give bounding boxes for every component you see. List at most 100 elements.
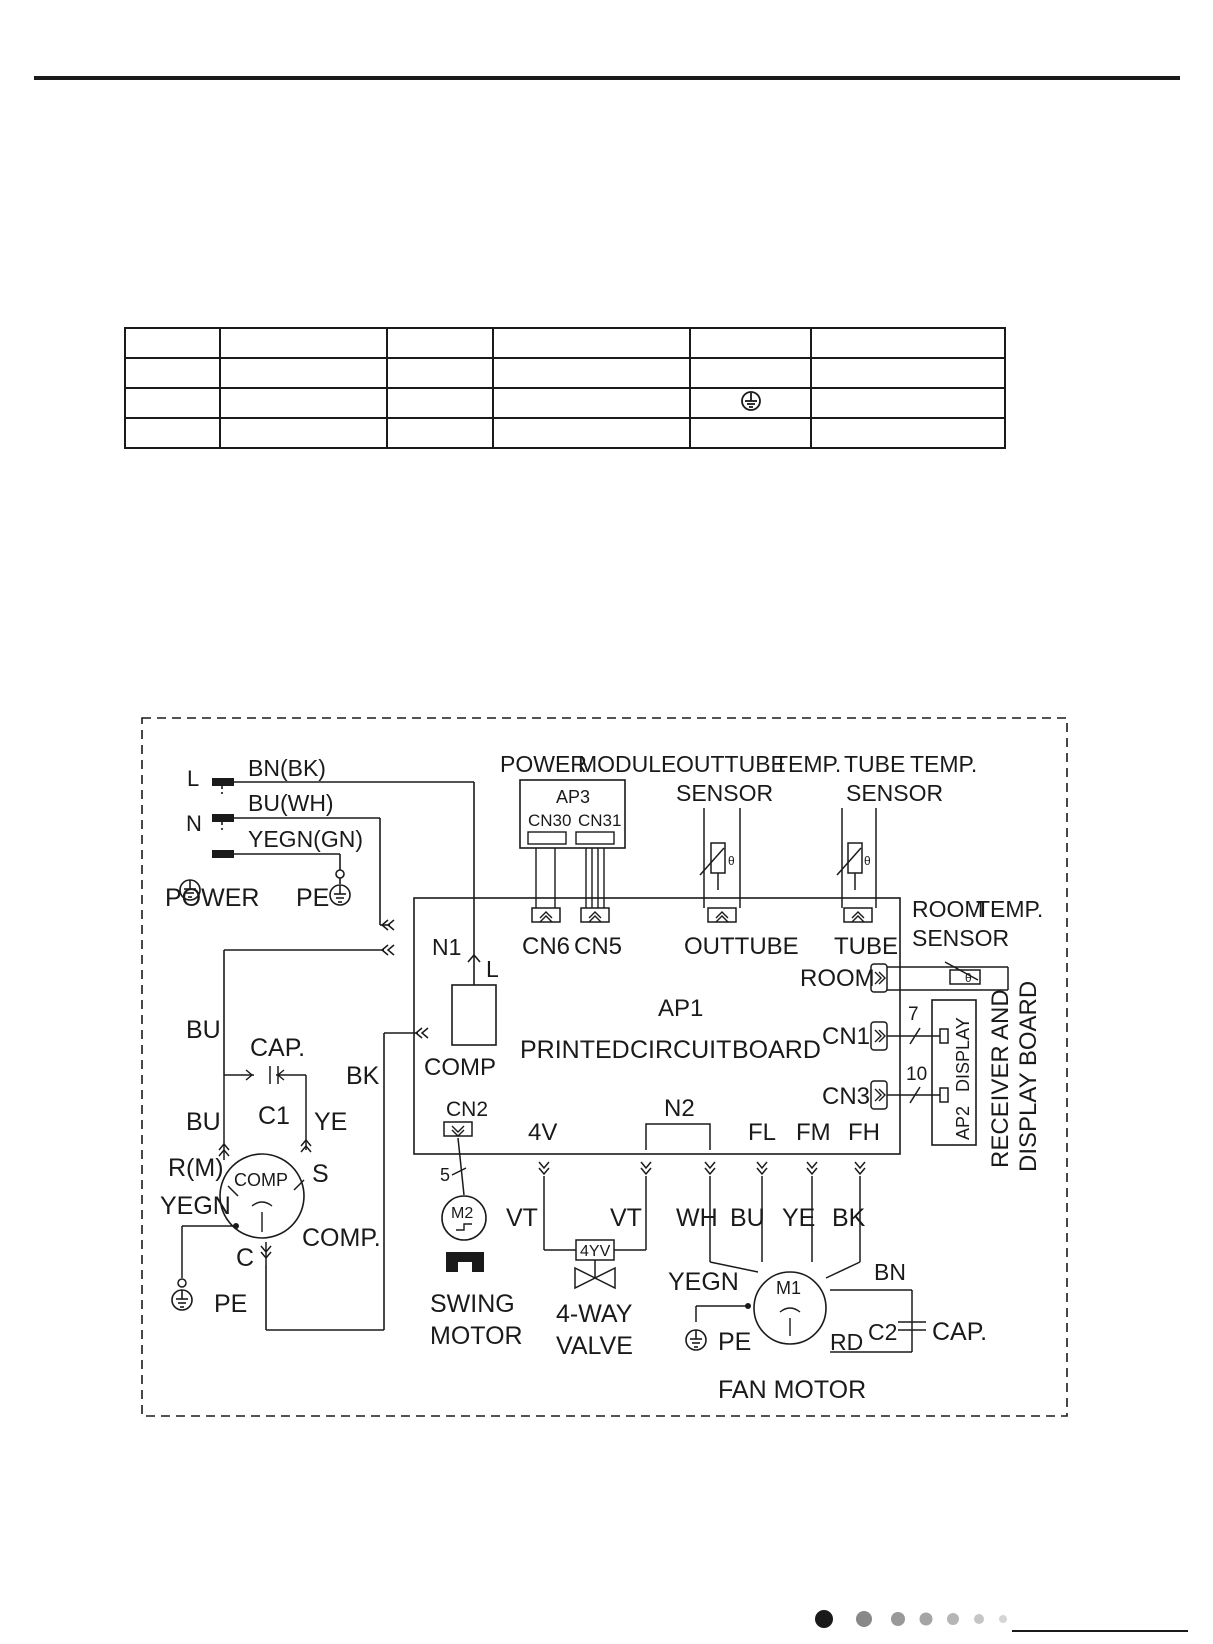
motor-label: MOTOR bbox=[430, 1322, 523, 1350]
tube-sensor-label: TUBE bbox=[844, 751, 905, 777]
power-label: POWER bbox=[165, 884, 259, 912]
display-board bbox=[931, 999, 977, 1146]
table-cell bbox=[689, 357, 812, 389]
table-cell bbox=[810, 357, 1006, 389]
comp-yegn-label: YEGN bbox=[160, 1192, 231, 1220]
table-cell bbox=[386, 327, 494, 359]
comp-s-label: S bbox=[312, 1160, 329, 1188]
power-module-label: POWER bbox=[500, 751, 587, 777]
ap3-wires bbox=[535, 848, 605, 908]
main-board bbox=[413, 897, 901, 1155]
room-board-label: ROOM bbox=[800, 965, 875, 992]
tube-temp-label: TEMP. bbox=[910, 751, 977, 777]
table-cell bbox=[492, 327, 691, 359]
4v-label: 4V bbox=[528, 1119, 557, 1146]
power-terminals bbox=[212, 778, 475, 955]
table-cell bbox=[386, 387, 494, 419]
fan-wires bbox=[695, 1176, 926, 1353]
table-cell bbox=[219, 387, 388, 419]
m1-label: M1 bbox=[776, 1278, 801, 1298]
comp-pe-label: PE bbox=[214, 1290, 247, 1318]
tube-board-label: TUBE bbox=[834, 933, 898, 960]
power-module bbox=[519, 779, 626, 849]
outtube-board-label: OUTTUBE bbox=[684, 933, 799, 960]
ap1-label: AP1 bbox=[658, 995, 703, 1022]
fan-cap-label: CAP. bbox=[932, 1318, 987, 1346]
wire-yegn-label: YEGN(GN) bbox=[248, 826, 363, 852]
table-cell bbox=[689, 327, 812, 359]
top-rule bbox=[34, 76, 1180, 80]
fan-rd-label: RD bbox=[830, 1329, 863, 1355]
ground-icon bbox=[740, 390, 761, 411]
outtube-sensor-label: OUTTUBE bbox=[676, 751, 786, 777]
fm-label: FM bbox=[796, 1119, 831, 1146]
legend-table bbox=[124, 327, 1006, 449]
cn2-label: CN2 bbox=[446, 1098, 488, 1121]
yv-label: 4YV bbox=[580, 1243, 611, 1260]
receiver-label: RECEIVER AND bbox=[987, 989, 1014, 1168]
page-dot bbox=[856, 1611, 872, 1627]
table-row bbox=[124, 387, 1006, 419]
room-sensor-word: SENSOR bbox=[912, 925, 1009, 951]
fan-motor-label: FAN MOTOR bbox=[718, 1376, 866, 1404]
n2-bracket bbox=[645, 1123, 711, 1150]
ap2-label: AP2 bbox=[953, 1106, 973, 1140]
table-row bbox=[124, 417, 1006, 449]
table-cell bbox=[386, 357, 494, 389]
table-cell bbox=[689, 387, 812, 419]
module-label: MODULE bbox=[578, 751, 676, 777]
room-sensor-label: ROOM bbox=[912, 896, 984, 922]
fh-label: FH bbox=[848, 1119, 880, 1146]
n2-label: N2 bbox=[664, 1095, 695, 1122]
comp-rm-label: R(M) bbox=[168, 1154, 224, 1182]
fan-yegn-label: YEGN bbox=[668, 1268, 739, 1296]
theta-symbol: θ bbox=[728, 854, 735, 868]
fan-bn-label: BN bbox=[874, 1259, 906, 1285]
pin-7-label: 7 bbox=[908, 1004, 919, 1025]
fan-c2-label: C2 bbox=[868, 1319, 897, 1345]
page-dot bbox=[947, 1613, 959, 1625]
table-cell bbox=[810, 327, 1006, 359]
display-board-label: DISPLAY BOARD bbox=[1015, 981, 1042, 1172]
m2-label: M2 bbox=[451, 1205, 473, 1222]
comp-relay bbox=[451, 984, 497, 1046]
comp-c-label: C bbox=[236, 1244, 254, 1272]
n1-label: N1 bbox=[432, 934, 461, 960]
theta-symbol: θ bbox=[965, 971, 972, 985]
terminal-n-label: N bbox=[186, 811, 202, 836]
terminal-l-label: L bbox=[187, 766, 199, 791]
circuit-label: CIRCUIT bbox=[630, 1036, 731, 1064]
table-cell bbox=[810, 387, 1006, 419]
swing-wire bbox=[451, 1137, 467, 1196]
pin-10-label: 10 bbox=[906, 1064, 927, 1085]
fl-label: FL bbox=[748, 1119, 776, 1146]
tube-sensor-word: SENSOR bbox=[846, 780, 943, 806]
comp-bu-top-label: BU bbox=[186, 1016, 221, 1044]
table-row bbox=[124, 327, 1006, 359]
printed-label: PRINTED bbox=[520, 1036, 630, 1064]
wire-bu-label: BU(WH) bbox=[248, 790, 334, 816]
comp-chevrons bbox=[218, 1069, 312, 1259]
fan-bu-label: BU bbox=[730, 1204, 765, 1232]
room-temp-label: TEMP. bbox=[976, 896, 1043, 922]
comp-ye-label: YE bbox=[314, 1108, 347, 1136]
room-sensor bbox=[887, 961, 1009, 991]
page-dot bbox=[999, 1615, 1007, 1623]
comp-label: COMP. bbox=[302, 1224, 381, 1252]
valve-label: VALVE bbox=[556, 1332, 633, 1360]
table-cell bbox=[492, 357, 691, 389]
fan-pe-label: PE bbox=[718, 1328, 751, 1356]
fan-wh-label: WH bbox=[676, 1204, 718, 1232]
comp-cap-label: CAP. bbox=[250, 1034, 305, 1062]
comp-label: COMP bbox=[424, 1054, 496, 1081]
outtube-sensor bbox=[699, 808, 741, 908]
table-cell bbox=[386, 417, 494, 449]
comp-bu-label: BU bbox=[186, 1108, 221, 1136]
cn3-label: CN3 bbox=[822, 1083, 870, 1110]
page-dot-active bbox=[815, 1610, 833, 1628]
table-cell bbox=[124, 417, 221, 449]
tube-sensor bbox=[836, 808, 877, 908]
table-cell bbox=[810, 417, 1006, 449]
cn31-label: CN31 bbox=[578, 811, 621, 830]
